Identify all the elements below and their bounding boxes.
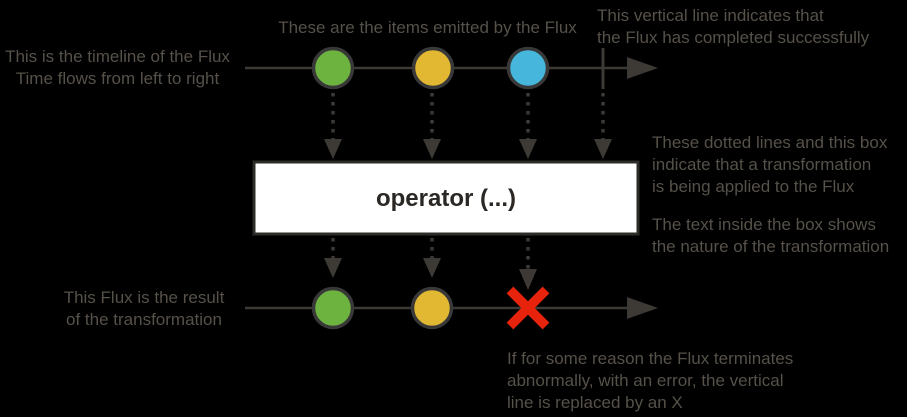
note-items: These are the items emitted by the Flux <box>278 18 577 37</box>
operator-label: operator (...) <box>376 185 516 212</box>
dashed-arrowhead-icon <box>594 139 612 159</box>
marble-blue-icon <box>506 46 550 90</box>
result-timeline-arrowhead-icon <box>627 297 658 319</box>
operator-box-rect <box>252 160 640 236</box>
transform-arrows-top <box>324 93 612 159</box>
result-marbles <box>311 286 454 330</box>
dashed-arrowhead-icon <box>519 269 537 290</box>
transform-arrows-bottom <box>324 238 537 290</box>
dashed-arrowhead-icon <box>519 139 537 159</box>
note-box-text: The text inside the box shows the nature… <box>652 215 890 256</box>
source-timeline-arrowhead-icon <box>627 57 658 79</box>
dashed-arrowhead-icon <box>423 258 441 278</box>
error-x-stroke <box>506 286 550 330</box>
note-result: This Flux is the result of the transform… <box>63 288 225 329</box>
note-complete: This vertical line indicates that the Fl… <box>597 6 870 47</box>
marble-green-icon <box>311 286 355 330</box>
marble-green-icon <box>311 46 355 90</box>
note-transform: These dotted lines and this box indicate… <box>652 133 888 196</box>
note-timeline: This is the timeline of the Flux Time fl… <box>5 47 230 88</box>
dashed-arrowhead-icon <box>324 258 342 278</box>
source-marbles <box>311 46 550 90</box>
error-x-icon <box>506 286 550 330</box>
operator-box: operator (...) <box>252 160 640 236</box>
note-error: If for some reason the Flux terminates a… <box>507 349 794 412</box>
marble-yellow-icon <box>410 286 454 330</box>
marble-yellow-icon <box>411 46 455 90</box>
dashed-arrowhead-icon <box>423 139 441 159</box>
dashed-arrowhead-icon <box>324 139 342 159</box>
